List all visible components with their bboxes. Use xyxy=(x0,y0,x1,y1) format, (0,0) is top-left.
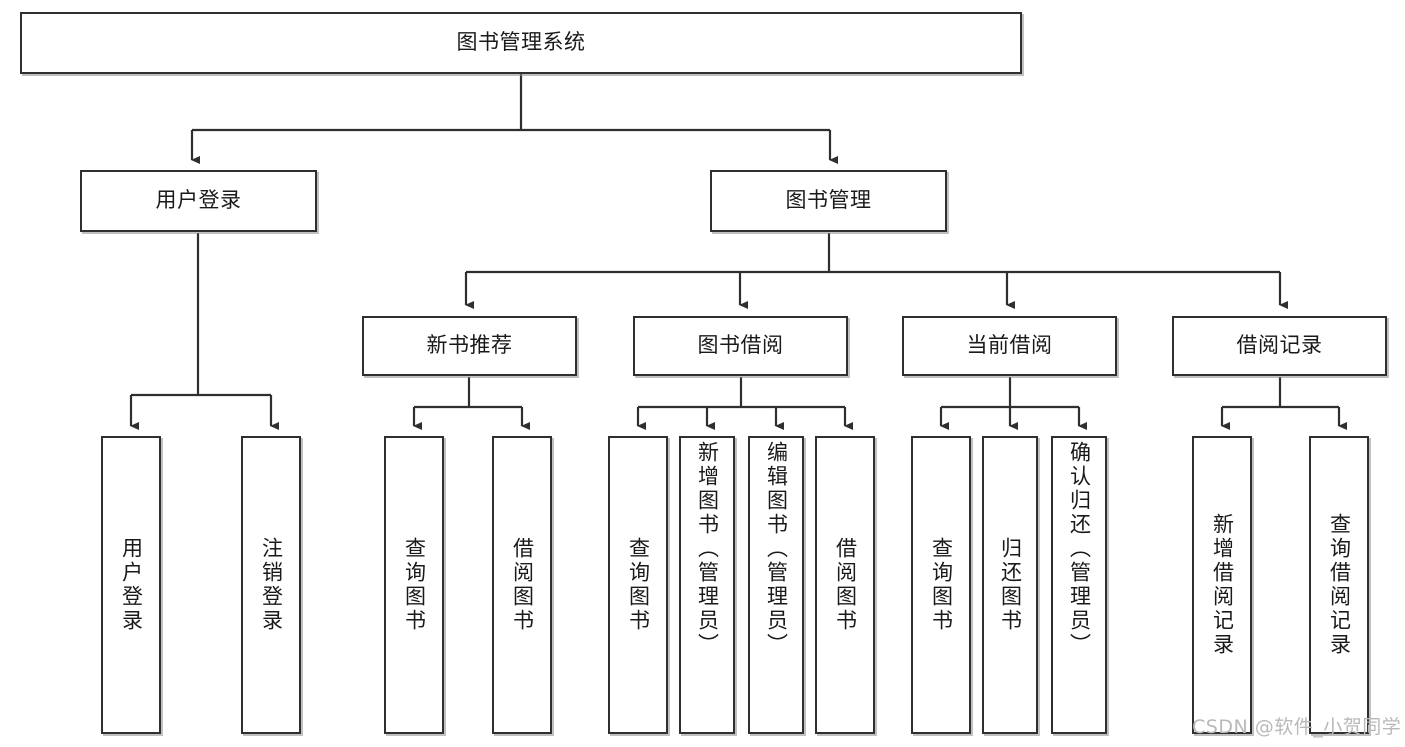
node-book-borrow[interactable]: 图书借阅 xyxy=(633,316,848,376)
node-user-login-label: 用户登录 xyxy=(155,188,242,213)
node-root-system[interactable]: 图书管理系统 xyxy=(20,12,1022,74)
node-borrow-record[interactable]: 借阅记录 xyxy=(1172,316,1387,376)
node-root-system-label: 图书管理系统 xyxy=(456,30,586,55)
leaf-borrow-query-book-label: 查询图书 xyxy=(626,537,651,633)
leaf-borrow-book-label: 借阅图书 xyxy=(833,537,858,633)
leaf-newbook-borrow-book-label: 借阅图书 xyxy=(510,537,535,633)
leaf-current-query-book-label: 查询图书 xyxy=(929,537,954,633)
node-book-manage[interactable]: 图书管理 xyxy=(710,170,947,232)
leaf-add-book-admin[interactable]: 新增图书（管理员） xyxy=(679,436,735,734)
leaf-logout[interactable]: 注销登录 xyxy=(241,436,301,734)
leaf-newbook-borrow-book[interactable]: 借阅图书 xyxy=(492,436,552,734)
leaf-edit-book-admin-label: 编辑图书（管理员） xyxy=(764,441,789,657)
leaf-borrow-book[interactable]: 借阅图书 xyxy=(815,436,875,734)
leaf-current-query-book[interactable]: 查询图书 xyxy=(911,436,971,734)
leaf-edit-book-admin[interactable]: 编辑图书（管理员） xyxy=(748,436,804,734)
leaf-confirm-return-admin[interactable]: 确认归还（管理员） xyxy=(1051,436,1107,734)
node-new-book-recommend-label: 新书推荐 xyxy=(426,333,513,358)
node-book-borrow-label: 图书借阅 xyxy=(697,333,784,358)
leaf-add-book-admin-label: 新增图书（管理员） xyxy=(695,441,720,657)
leaf-add-borrow-record[interactable]: 新增借阅记录 xyxy=(1192,436,1252,734)
leaf-return-book[interactable]: 归还图书 xyxy=(982,436,1038,734)
node-current-borrow[interactable]: 当前借阅 xyxy=(902,316,1117,376)
node-borrow-record-label: 借阅记录 xyxy=(1236,333,1323,358)
leaf-newbook-query-book[interactable]: 查询图书 xyxy=(384,436,444,734)
node-current-borrow-label: 当前借阅 xyxy=(966,333,1053,358)
leaf-return-book-label: 归还图书 xyxy=(998,537,1023,633)
leaf-query-borrow-record-label: 查询借阅记录 xyxy=(1327,513,1352,657)
leaf-user-login[interactable]: 用户登录 xyxy=(101,436,161,734)
leaf-newbook-query-book-label: 查询图书 xyxy=(402,537,427,633)
leaf-user-login-label: 用户登录 xyxy=(119,537,144,633)
node-user-login[interactable]: 用户登录 xyxy=(80,170,317,232)
leaf-add-borrow-record-label: 新增借阅记录 xyxy=(1210,513,1235,657)
leaf-query-borrow-record[interactable]: 查询借阅记录 xyxy=(1309,436,1369,734)
node-book-manage-label: 图书管理 xyxy=(785,188,872,213)
node-new-book-recommend[interactable]: 新书推荐 xyxy=(362,316,577,376)
leaf-confirm-return-admin-label: 确认归还（管理员） xyxy=(1067,441,1092,657)
leaf-logout-label: 注销登录 xyxy=(259,537,284,633)
leaf-borrow-query-book[interactable]: 查询图书 xyxy=(608,436,668,734)
